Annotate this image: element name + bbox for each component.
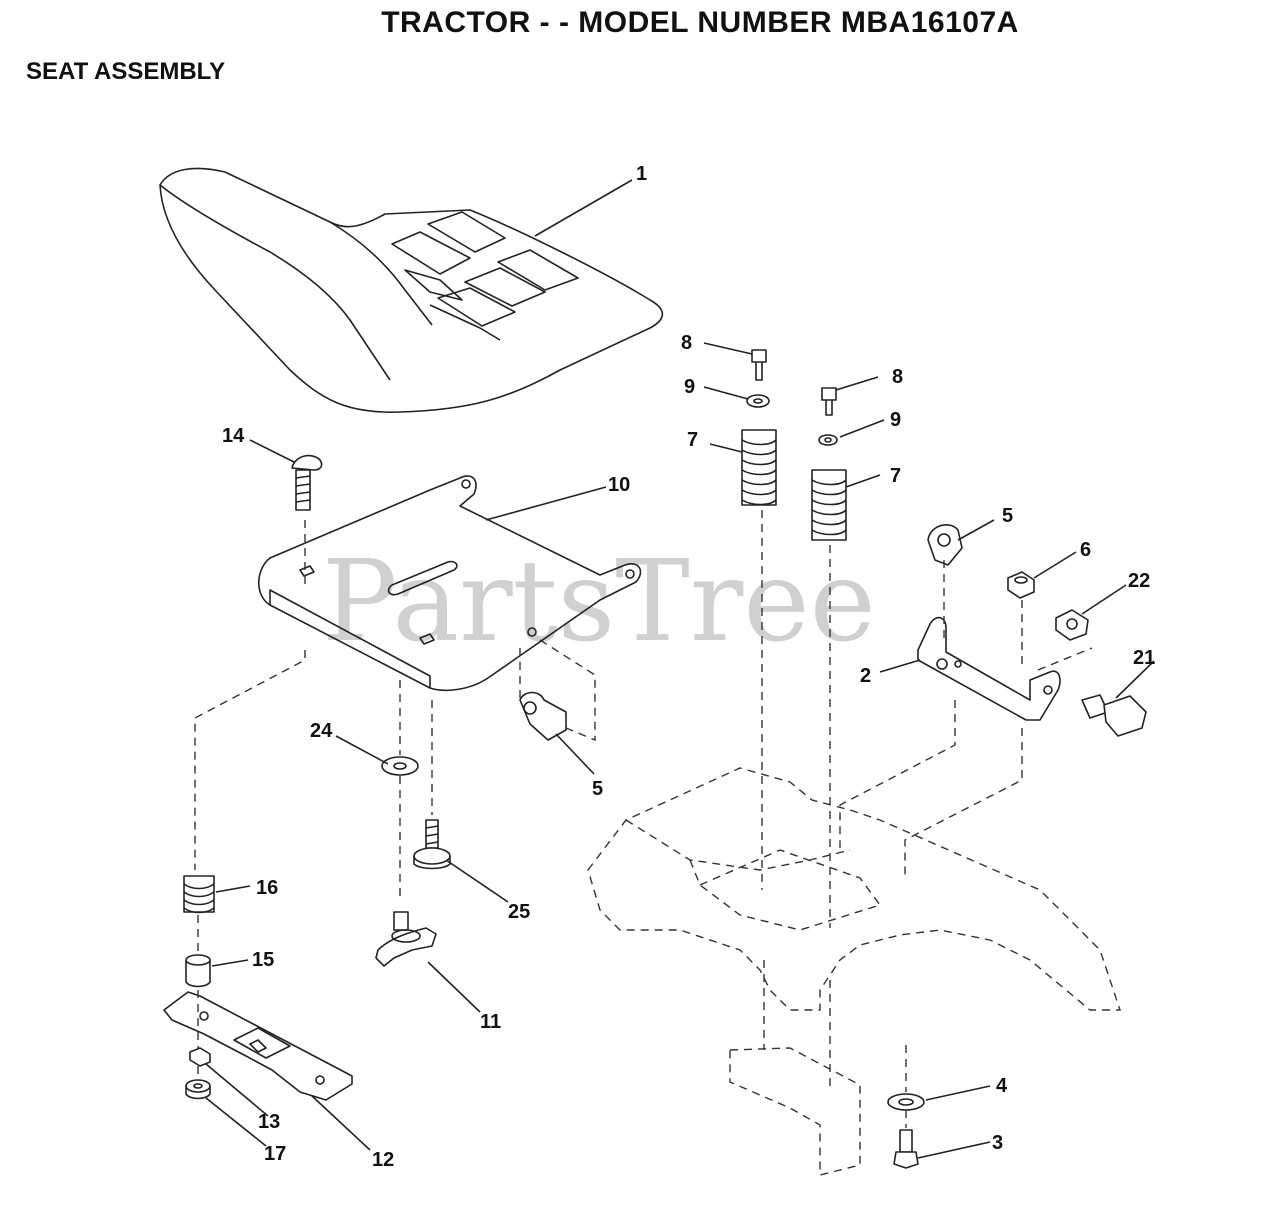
spring-assembly-left xyxy=(741,349,777,506)
tractor-frame-phantom xyxy=(587,767,1121,1176)
callout-13: 13 xyxy=(258,1111,280,1133)
nut-17 xyxy=(185,1079,211,1100)
page-title: TRACTOR - - MODEL NUMBER MBA16107A xyxy=(381,6,1019,39)
callout-10: 10 xyxy=(608,474,630,496)
section-title: SEAT ASSEMBLY xyxy=(26,58,226,85)
seat xyxy=(159,167,664,413)
callout-21: 21 xyxy=(1133,647,1155,669)
leader-lines xyxy=(205,179,1155,1159)
callout-25: 25 xyxy=(508,901,530,923)
spring-16 xyxy=(183,875,215,914)
callout-14: 14 xyxy=(222,425,245,447)
alignment-lines xyxy=(194,510,1093,1128)
callout-11: 11 xyxy=(480,1011,501,1033)
callout-9-right: 9 xyxy=(890,409,901,431)
callout-8-right: 8 xyxy=(892,366,903,388)
callout-5-lower: 5 xyxy=(592,778,603,800)
bolt-3 xyxy=(893,1129,919,1169)
seat-pan xyxy=(257,475,642,692)
shoulder-bolt-21 xyxy=(1081,694,1147,737)
bracket-2 xyxy=(917,616,1061,721)
callout-5-upper: 5 xyxy=(1002,505,1013,527)
nut-22 xyxy=(1055,609,1089,641)
callout-22: 22 xyxy=(1128,570,1150,592)
callout-1: 1 xyxy=(636,163,647,185)
callout-17: 17 xyxy=(264,1143,286,1165)
callout-3: 3 xyxy=(992,1132,1003,1154)
callout-7-left: 7 xyxy=(687,429,698,451)
callout-16: 16 xyxy=(256,877,278,899)
callout-7-right: 7 xyxy=(890,465,901,487)
hinge-clip-5-upper xyxy=(927,524,963,566)
shoulder-bolt-25 xyxy=(413,819,451,870)
callout-15: 15 xyxy=(252,949,274,971)
callout-2: 2 xyxy=(860,665,871,687)
seat-adjust-knob-11 xyxy=(375,911,437,967)
carriage-bolt-14 xyxy=(291,454,323,511)
spacer-15 xyxy=(185,954,211,988)
callout-9-left: 9 xyxy=(684,376,695,398)
washer-4 xyxy=(887,1093,925,1111)
callouts: 1 14 10 8 9 7 8 9 7 5 6 22 2 21 24 5 25 … xyxy=(222,163,1155,1171)
nut-13 xyxy=(189,1047,211,1067)
callout-12: 12 xyxy=(372,1149,394,1171)
callout-8-left: 8 xyxy=(681,332,692,354)
nut-6 xyxy=(1007,571,1035,599)
callout-4: 4 xyxy=(996,1075,1008,1097)
callout-6: 6 xyxy=(1080,539,1091,561)
callout-24: 24 xyxy=(310,720,333,742)
spring-assembly-right xyxy=(811,387,847,541)
hinge-clip-5-lower xyxy=(519,691,567,741)
washer-24 xyxy=(381,756,419,776)
watermark: PartsTree xyxy=(322,537,876,667)
